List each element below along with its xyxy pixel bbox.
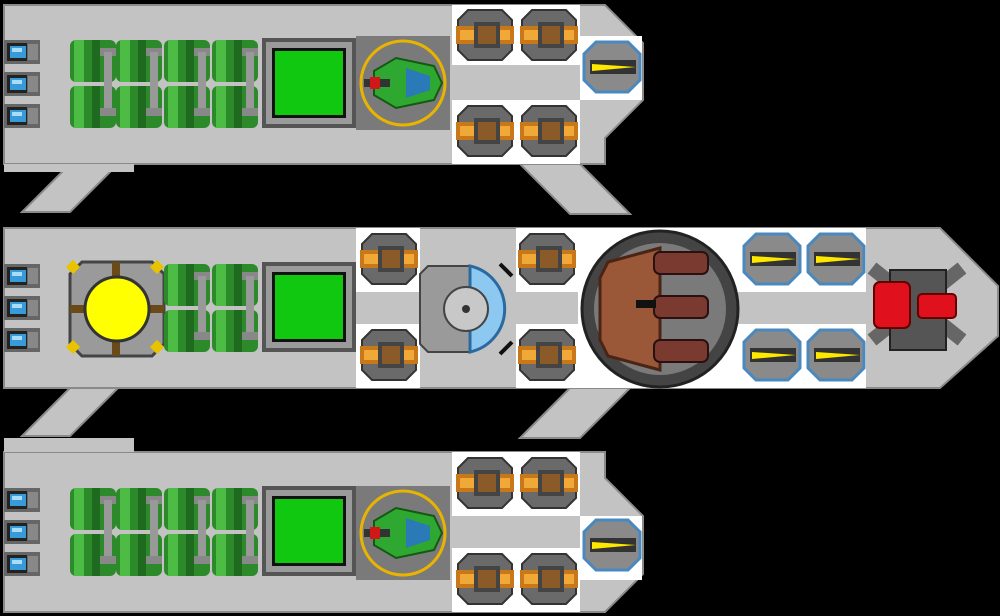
reactor-core-icon <box>65 259 166 358</box>
armor-block-icon <box>262 38 356 128</box>
thruster-icon <box>4 264 40 352</box>
command-cockpit-icon <box>354 34 452 132</box>
thruster-icon <box>4 40 40 128</box>
command-cockpit-icon <box>354 484 452 582</box>
laser-turret-icon <box>582 518 642 572</box>
hull-rails <box>4 164 134 452</box>
shield-generator-icon <box>419 262 514 356</box>
thruster-icon <box>4 488 40 576</box>
armor-block-icon <box>262 262 356 352</box>
laser-turret-icon <box>582 40 642 94</box>
red-blaster-turret-icon <box>867 262 967 351</box>
heavy-cannon-turret-icon <box>580 229 740 389</box>
armor-block-icon <box>262 486 356 576</box>
